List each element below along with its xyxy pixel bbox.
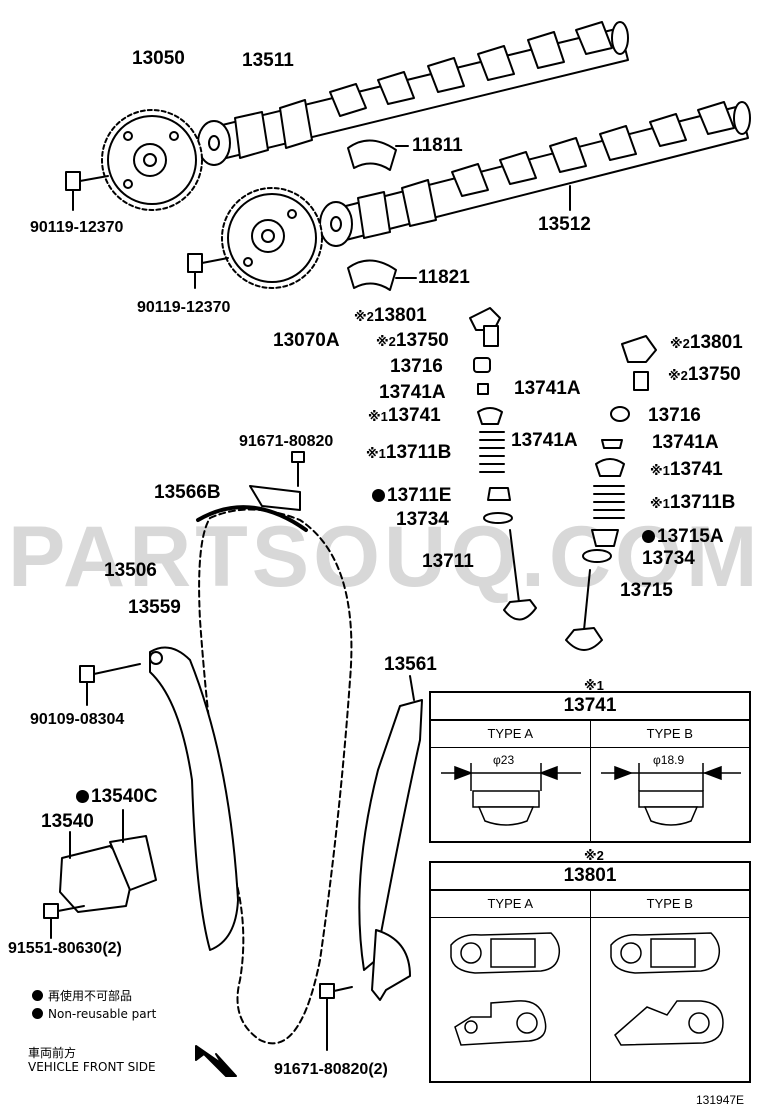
legend-non-reusable-en: Non-reusable part [32, 1007, 156, 1021]
mark2-13750: ※2 [376, 334, 396, 349]
figure-number: 131947E [696, 1093, 745, 1107]
table1-dim-a: φ23 [493, 753, 515, 767]
label-13734-left: 13734 [396, 509, 449, 530]
table-13741-types: 13741 TYPE A TYPE B φ23 φ18.9 [429, 691, 751, 843]
camshaft-13512 [319, 101, 751, 247]
bearing-11821 [347, 259, 397, 291]
label-bolt-91551: 91551-80630(2) [8, 940, 122, 957]
label-bolt-90119-mid: 90119-12370 [137, 299, 231, 316]
table1-mark: ※1 [584, 678, 604, 693]
bearing-11811 [347, 139, 397, 171]
label-11821: 11821 [418, 267, 470, 288]
label-13711E: 13711E [372, 486, 451, 505]
label-bolt-90119-top: 90119-12370 [30, 219, 124, 236]
label-13741A-left1: 13741A [379, 382, 446, 403]
chain-guide-13566B [249, 485, 301, 511]
bolt-90119-mid [187, 253, 229, 289]
front-arrow-icon [195, 1045, 237, 1077]
chain-tensioner-13540 [59, 845, 135, 913]
chain-slipper-13559 [149, 646, 239, 951]
label-13559: 13559 [128, 597, 181, 618]
label-13512: 13512 [538, 214, 591, 235]
label-13750-left: ※213750 [376, 330, 449, 351]
mark1-13741-right: ※1 [650, 463, 670, 478]
front-label-en: VEHICLE FRONT SIDE [28, 1060, 156, 1074]
mark1-13711B: ※1 [366, 446, 386, 461]
label-13561: 13561 [384, 654, 437, 675]
table-13801-types: 13801 TYPE A TYPE B [429, 861, 751, 1083]
mark2-13801: ※2 [354, 309, 374, 324]
table2-col-type-a: TYPE A [431, 891, 591, 917]
label-13750-right: ※213750 [668, 364, 741, 385]
label-bolt-91671-guide: 91671-80820 [239, 433, 334, 450]
bolt-90119-top [65, 171, 109, 211]
label-13070A: 13070A [273, 330, 340, 351]
watermark: PARTSOUQ.COM [8, 509, 760, 605]
legend-dot-icon [32, 990, 43, 1001]
table1-title: 13741 [431, 693, 749, 721]
label-13716-right: 13716 [648, 405, 701, 426]
label-13734-right: 13734 [642, 548, 695, 569]
label-13741A-right2: 13741A [652, 432, 719, 453]
vvt-sprocket-13050 [101, 109, 203, 211]
label-11811: 11811 [412, 135, 463, 156]
label-13050: 13050 [132, 48, 185, 69]
table2-col-type-b: TYPE B [646, 896, 693, 911]
table1-retainer-figures [441, 763, 741, 826]
table2-mark: ※2 [584, 848, 604, 863]
camshaft-13511 [197, 21, 629, 166]
table2-rocker-figures [450, 932, 724, 1046]
label-13540C: 13540C [76, 787, 158, 806]
label-13711B-right: ※113711B [650, 492, 736, 513]
mark2-13750-right: ※2 [668, 368, 688, 383]
label-bolt-90109: 90109-08304 [30, 711, 125, 728]
label-13711B-left: ※113711B [366, 442, 452, 463]
label-13741-right: ※113741 [650, 459, 723, 480]
left-valve-stack [469, 307, 537, 621]
label-13741-left: ※113741 [368, 405, 441, 426]
label-13540: 13540 [41, 811, 94, 832]
label-13716-left: 13716 [390, 356, 443, 377]
gasket-13540C [109, 835, 157, 891]
label-13566B: 13566B [154, 482, 221, 503]
table1-dim-b: φ18.9 [653, 753, 685, 767]
mark1-13711B-right: ※1 [650, 496, 670, 511]
label-13801-left: ※213801 [354, 305, 427, 326]
label-13741A-left2: 13741A [514, 378, 581, 399]
legend-non-reusable-jp: 再使用不可部品 [32, 987, 132, 1004]
label-13741A-right1: 13741A [511, 430, 578, 451]
front-label-jp: 車両前方 [28, 1046, 77, 1060]
table1-col-type-b: TYPE B [646, 726, 693, 741]
vvt-sprocket-13070A [221, 187, 323, 289]
label-13715A: 13715A [642, 527, 724, 546]
legend-dot-icon [32, 1008, 43, 1019]
label-bolt-91671-bottom: 91671-80820(2) [274, 1061, 388, 1078]
mark2-13801-right: ※2 [670, 336, 690, 351]
label-13711: 13711 [422, 551, 474, 572]
label-13801-right: ※213801 [670, 332, 743, 353]
table2-title: 13801 [431, 863, 749, 891]
label-13715: 13715 [620, 580, 673, 601]
label-13511: 13511 [242, 50, 294, 71]
table1-col-type-a: TYPE A [431, 721, 591, 747]
label-13506: 13506 [104, 560, 157, 581]
chain-guide-13561 [358, 699, 423, 971]
mark1-13741: ※1 [368, 409, 388, 424]
right-valve-stack [565, 335, 657, 651]
